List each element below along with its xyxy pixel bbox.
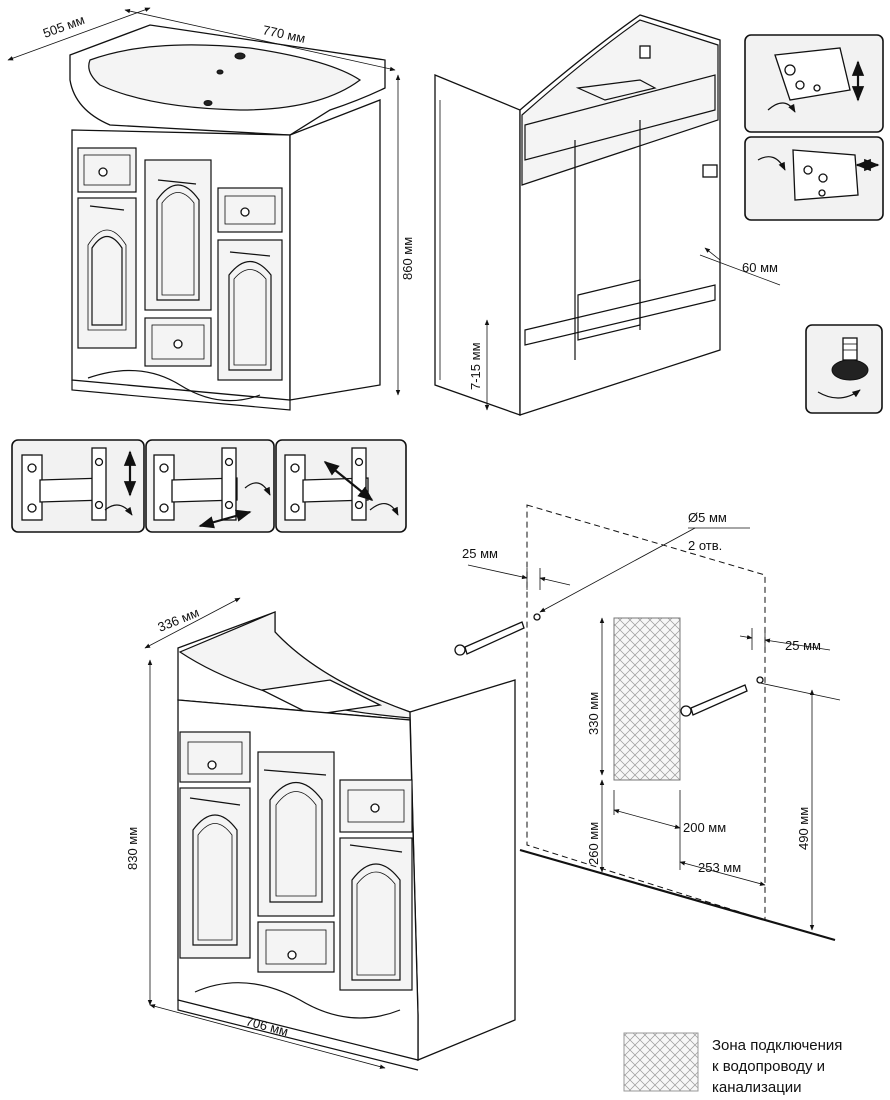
connection-zone <box>613 617 681 781</box>
hinge-adjust-panel-1 <box>11 439 145 533</box>
hole-right-offset-label: 25 мм <box>785 638 821 653</box>
zone-offset-label: 253 мм <box>698 860 741 875</box>
hole-count-label: 2 отв. <box>688 538 722 553</box>
height-full-label: 860 мм <box>400 237 415 280</box>
zone-bottom-label: 260 мм <box>586 822 601 865</box>
cabinet-without-sink: 336 мм 830 мм 706 мм <box>125 597 516 1071</box>
depth-top-label: 505 мм <box>41 12 87 41</box>
height-cabinet-label: 830 мм <box>125 827 140 870</box>
leg-adjust-panel <box>805 324 883 414</box>
wall-mounting-scheme: 25 мм Ø5 мм 2 отв. 25 мм 330 мм 260 мм 2… <box>454 504 841 942</box>
screw-right <box>680 684 748 717</box>
hanger-adjust-panel-bottom <box>744 136 884 221</box>
legend-line-2: к водопроводу и <box>712 1058 825 1075</box>
back-offset-label: 60 мм <box>742 260 778 275</box>
leg-adjust-label: 7-15 мм <box>468 342 483 390</box>
zone-width-label: 200 мм <box>683 820 726 835</box>
hanger-adjust-panel-top <box>744 34 884 133</box>
hole-diameter-label: Ø5 мм <box>688 510 727 525</box>
legend-line-3: канализации <box>712 1079 802 1096</box>
vanity-with-sink: 505 мм 770 мм 860 мм <box>7 7 415 411</box>
legend-line-1: Зона подключения <box>712 1037 842 1054</box>
hinge-adjust-panel-2 <box>145 439 275 533</box>
zone-height-label: 330 мм <box>586 692 601 735</box>
legend: Зона подключения к водопроводу и канализ… <box>623 1032 842 1096</box>
hole-height-label: 490 мм <box>796 807 811 850</box>
screw-left <box>454 621 525 656</box>
hinge-adjust-panel-3 <box>275 439 407 533</box>
cabinet-rear-view: 7-15 мм 60 мм <box>434 14 781 416</box>
hole-left-offset-label: 25 мм <box>462 546 498 561</box>
legend-swatch <box>623 1032 699 1092</box>
